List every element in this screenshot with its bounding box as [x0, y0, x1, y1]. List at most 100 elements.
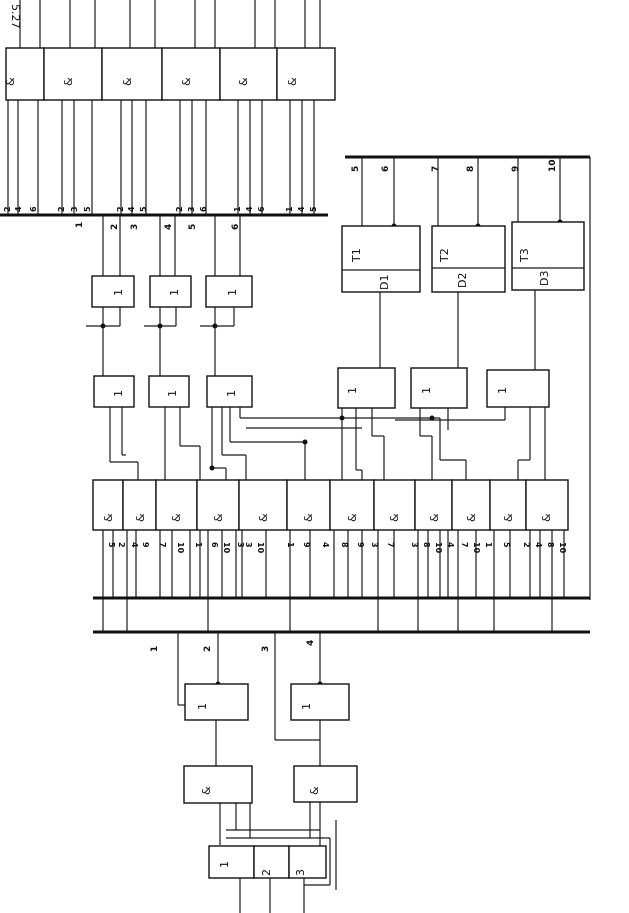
pin-label: 3 [236, 542, 245, 548]
and-symbol: & [4, 77, 17, 86]
and-symbol: & [465, 513, 478, 522]
and-symbol: & [212, 513, 225, 522]
pin-label: 10 [222, 542, 231, 554]
pin-label: 6 [257, 206, 266, 212]
register-cell-label: 1 [218, 861, 231, 868]
register-cell [208, 845, 255, 879]
pin-label: 10 [434, 542, 443, 554]
flipflop-t2: T2 D2 [431, 225, 506, 293]
and-gate [451, 479, 491, 531]
ff-output-label: 5 [351, 166, 361, 172]
pin-label: 8 [340, 542, 349, 548]
register-cell-label: 2 [260, 869, 273, 876]
pin-label: 2 [116, 206, 125, 212]
and-symbol: & [302, 513, 315, 522]
pin-label: 7 [158, 542, 167, 548]
pin-label: 8 [422, 542, 431, 548]
pin-label: 3 [370, 542, 379, 548]
and-gate [161, 47, 221, 101]
pin-label: 4 [297, 206, 306, 212]
ff-input: D3 [538, 271, 551, 286]
or-gate [91, 275, 135, 308]
bus-line-label: 3 [130, 224, 140, 230]
register-cell-label: 3 [294, 869, 307, 876]
and-symbol: & [180, 77, 193, 86]
input-circuit-wiring [177, 632, 337, 913]
bus-line-label: 4 [164, 224, 174, 230]
and-symbol: & [170, 513, 183, 522]
and-symbol: & [428, 513, 441, 522]
pin-label: 4 [534, 542, 543, 548]
or-gate [93, 375, 135, 408]
pin-label: 5 [502, 542, 511, 548]
or-symbol: 1 [346, 387, 359, 394]
figure-label: 5.27 [9, 4, 22, 29]
flipflop-t3: T3 D3 [511, 221, 585, 291]
ff-name: T2 [438, 248, 451, 263]
register-cell [253, 845, 290, 879]
and-gate [101, 47, 163, 101]
or-gate [184, 683, 249, 721]
and-symbol: & [540, 513, 553, 522]
pin-label: 9 [141, 542, 150, 548]
or-symbol: 1 [196, 703, 209, 710]
or-symbol: 1 [168, 289, 181, 296]
ff-input: D2 [456, 273, 469, 288]
pin-label: 4 [245, 206, 254, 212]
ff-output-label: 7 [431, 166, 441, 172]
pin-label: 10 [558, 542, 567, 554]
or-gate [337, 367, 396, 409]
pin-label: 4 [130, 542, 139, 548]
junction-dot [339, 415, 345, 421]
and-symbol: & [121, 77, 134, 86]
or-gate [206, 375, 253, 408]
and-symbol: & [237, 77, 250, 86]
and-gate [414, 479, 453, 531]
bus-line-label: 2 [110, 224, 120, 230]
pin-label: 10 [176, 542, 185, 554]
bus-line-label: 1 [75, 222, 85, 228]
and-gate [525, 479, 569, 531]
or-symbol: 1 [166, 390, 179, 397]
pin-label: 10 [472, 542, 481, 554]
or-symbol: 1 [112, 390, 125, 397]
pin-label: 4 [14, 206, 23, 212]
ff-output-label: 9 [511, 166, 521, 172]
or-symbol: 1 [226, 289, 239, 296]
pin-label: 5 [107, 542, 116, 548]
pin-label: 1 [286, 542, 295, 548]
pin-label: 1 [233, 206, 242, 212]
junction-dot [209, 465, 215, 471]
pin-label: 6 [29, 206, 38, 212]
pin-label: 10 [256, 542, 265, 554]
or-symbol: 1 [300, 703, 313, 710]
pin-label: 3 [70, 206, 79, 212]
and-gate [276, 47, 336, 101]
and-gate [43, 47, 103, 101]
ff-name: T3 [518, 248, 531, 263]
pin-label: 1 [484, 542, 493, 548]
pin-label: 4 [321, 542, 330, 548]
and-gate [155, 479, 198, 531]
or-symbol: 1 [496, 387, 509, 394]
or-gate [148, 375, 190, 408]
pin-label: 1 [194, 542, 203, 548]
and-symbol: & [308, 786, 321, 795]
pin-label: 1 [285, 206, 294, 212]
input-register: 1 2 3 [208, 845, 327, 879]
junction-dot [429, 415, 435, 421]
input-line-label: 1 [150, 646, 160, 652]
pin-label: 3 [244, 542, 253, 548]
and-symbol: & [346, 513, 359, 522]
pin-label: 6 [199, 206, 208, 212]
or-gate [410, 367, 468, 409]
and-symbol: & [102, 513, 115, 522]
and-symbol: & [286, 77, 299, 86]
pin-label: 2 [57, 206, 66, 212]
pin-label: 6 [210, 542, 219, 548]
pin-label: 5 [139, 206, 148, 212]
junction-dot [100, 323, 106, 329]
bus-line-label: 5 [188, 224, 198, 230]
and-gate [293, 765, 358, 803]
